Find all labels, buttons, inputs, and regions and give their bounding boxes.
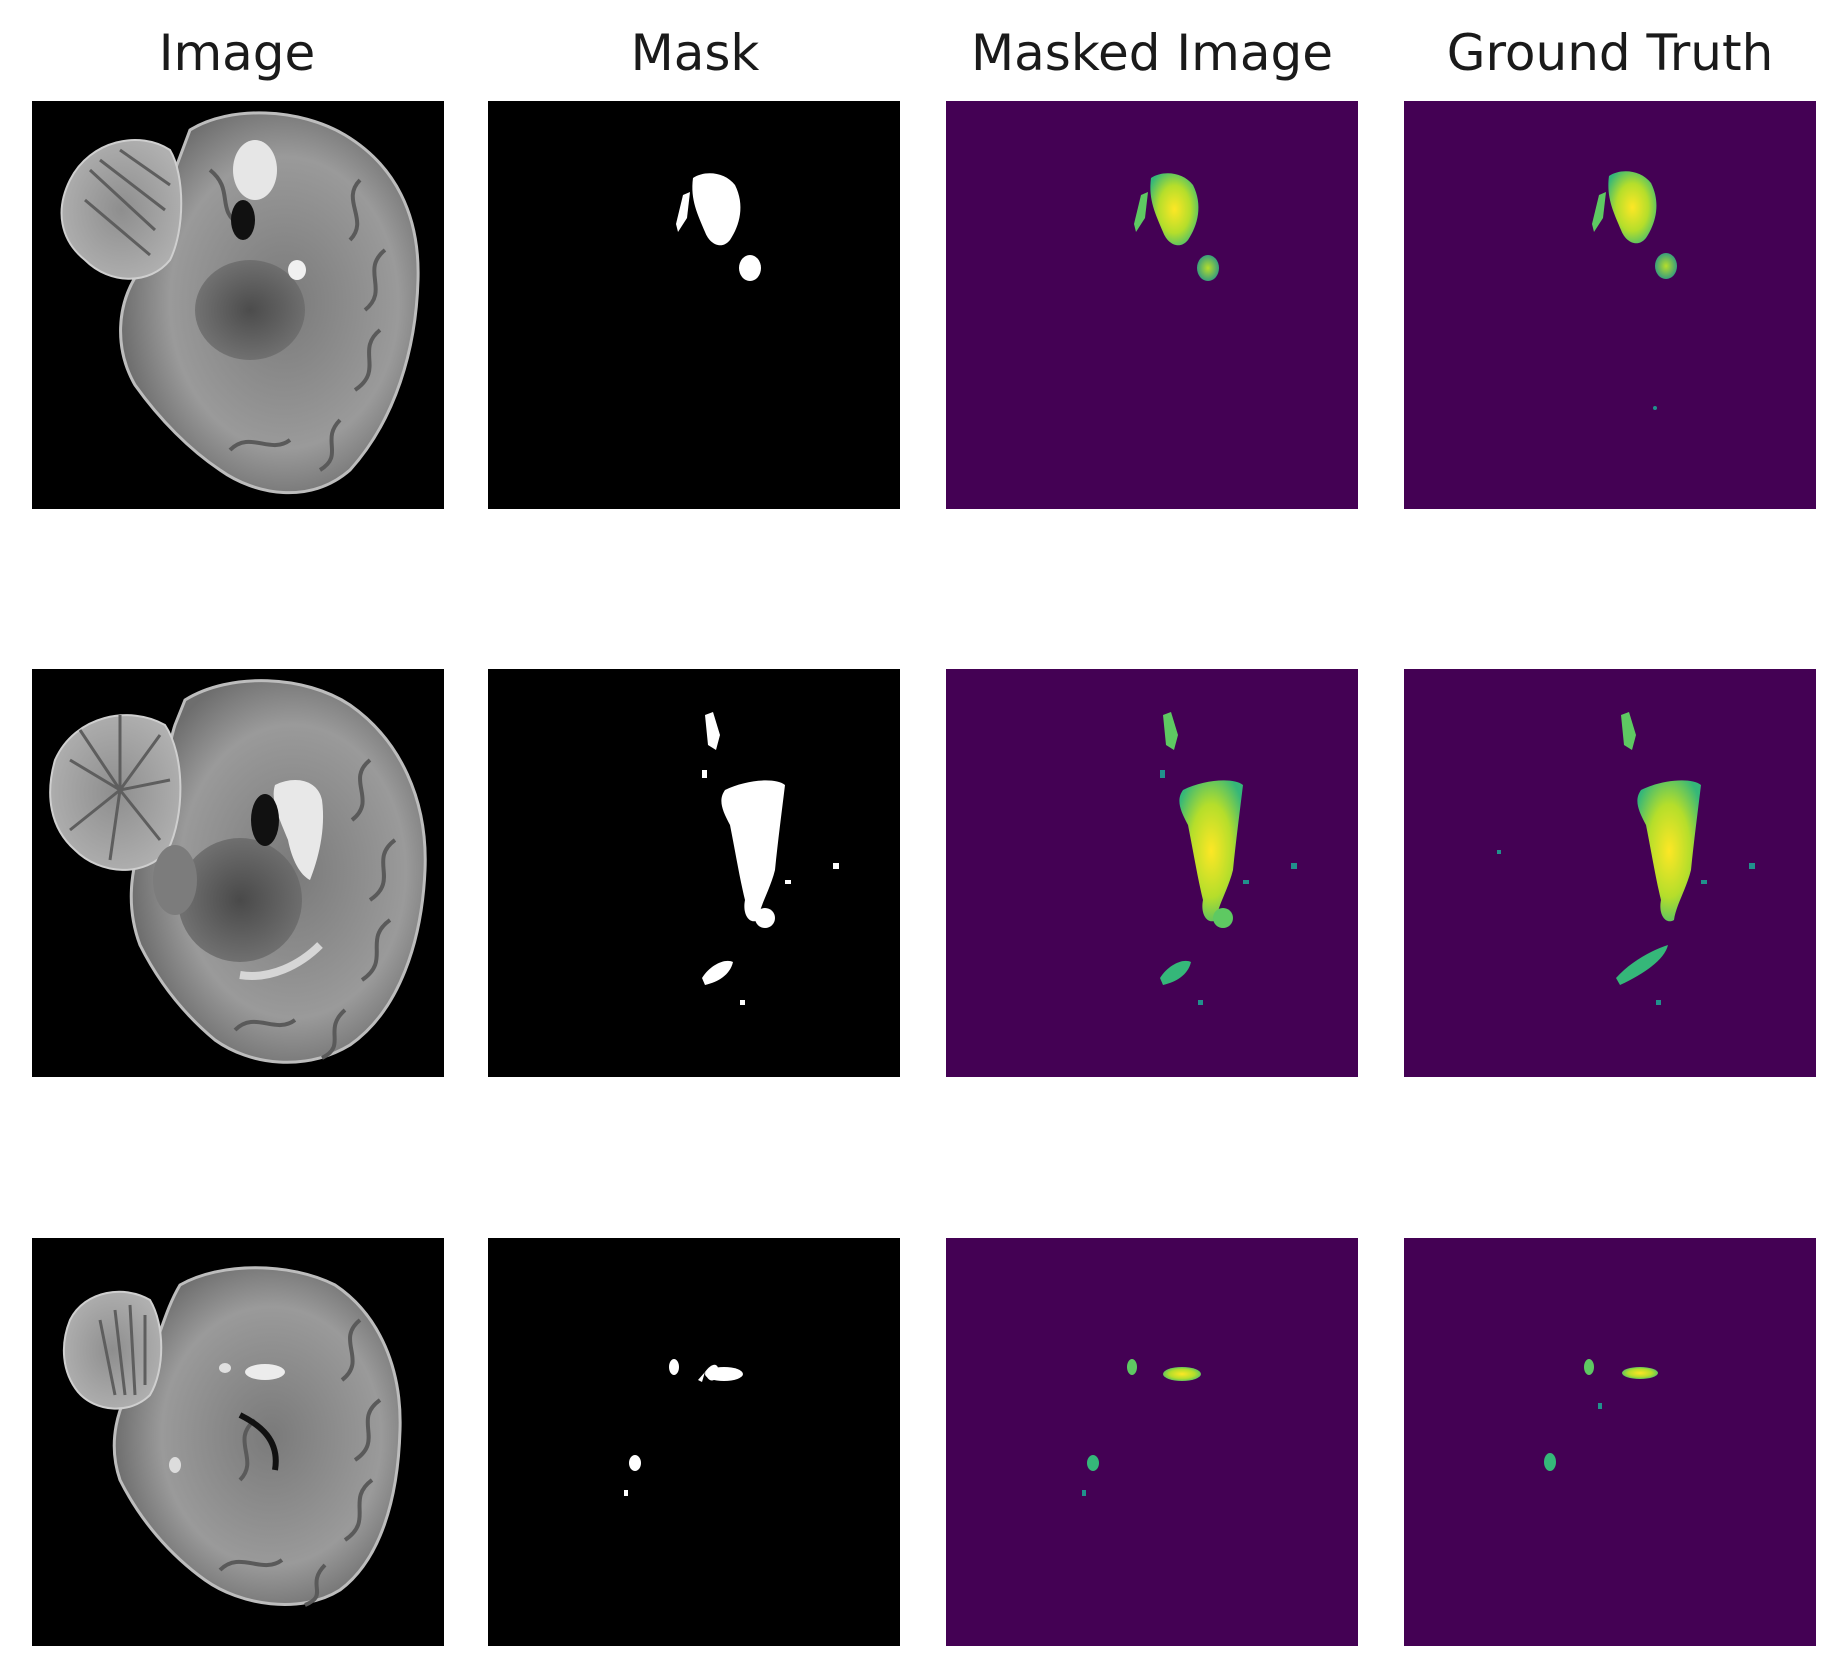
masked-image-row-1: [946, 101, 1358, 509]
mask-blob: [833, 863, 839, 869]
gt-blob: [1637, 780, 1701, 922]
masked-blob: [1150, 173, 1199, 246]
mask-blob: [785, 880, 791, 884]
mask-blob: [702, 960, 733, 985]
ventricle: [231, 200, 255, 240]
lesion-dark: [178, 838, 302, 962]
mri-slice-row-2: [32, 669, 444, 1077]
cerebellum-folia: [84, 148, 171, 257]
masked-blob: [1179, 780, 1243, 922]
lesion-bright-small: [169, 1457, 181, 1473]
gt-blob: [1656, 1000, 1661, 1005]
gt-blob: [1622, 1367, 1658, 1379]
masked-blob: [1213, 908, 1233, 928]
mask-blob: [676, 192, 690, 232]
gt-blob: [1749, 863, 1755, 869]
cerebellum-folia: [69, 715, 171, 861]
gt-blob: [1608, 171, 1657, 244]
row-3: [32, 1238, 1816, 1646]
mask-blob: [705, 1367, 743, 1381]
mri-slice-row-3: [32, 1238, 444, 1646]
gt-blob: [1653, 406, 1657, 410]
mask-blob: [755, 908, 775, 928]
cerebellum: [62, 1290, 163, 1410]
lesion-dark: [195, 260, 305, 360]
mask-blob: [692, 173, 741, 246]
masked-blob: [1163, 1367, 1201, 1381]
brain-sulci: [218, 1318, 382, 1607]
mask-blob: [740, 1000, 745, 1005]
mask-blob: [705, 712, 720, 750]
mask-blob: [702, 770, 707, 778]
row-2: [32, 669, 1816, 1077]
masked-blob: [1197, 255, 1219, 281]
ground-truth-row-1: [1404, 101, 1816, 509]
ground-truth-row-3: [1404, 1238, 1816, 1646]
column-title-mask: Mask: [631, 24, 760, 82]
masked-image-row-3: [946, 1238, 1358, 1646]
cerebellum: [60, 139, 183, 280]
column-title-masked-image: Masked Image: [971, 24, 1333, 82]
lesion-bright: [273, 780, 324, 880]
lesion-bright-small: [288, 260, 306, 280]
masked-blob: [1160, 960, 1191, 985]
masked-image-row-2: [946, 669, 1358, 1077]
masked-blob: [1082, 1490, 1086, 1496]
ventricle: [251, 794, 279, 846]
gt-blob: [1621, 712, 1636, 750]
gt-blob: [1598, 1403, 1602, 1409]
brain-sulci: [208, 168, 387, 472]
gt-blob: [1701, 880, 1707, 884]
masked-blob: [1163, 712, 1178, 750]
mask-blob: [669, 1359, 679, 1375]
mask-blob: [698, 1372, 705, 1382]
gt-blob: [1655, 253, 1677, 279]
mask-blob: [739, 255, 761, 281]
cerebellum-folia: [98, 1304, 147, 1396]
mri-slice-row-1: [32, 101, 444, 509]
masked-blob: [1087, 1455, 1099, 1471]
mask-blob: [624, 1490, 628, 1496]
lesion-bright: [245, 1364, 285, 1380]
masked-blob: [1243, 880, 1249, 884]
mask-row-2: [488, 669, 900, 1077]
gt-blob: [1592, 192, 1606, 232]
rim-bright: [239, 942, 323, 980]
mask-blob: [721, 780, 785, 922]
ventricle: [238, 1412, 279, 1471]
mask-blob: [629, 1455, 641, 1471]
gt-blob: [1497, 850, 1501, 854]
lesion-bright-small: [219, 1363, 231, 1373]
mask-row-1: [488, 101, 900, 509]
masked-blob: [1134, 192, 1148, 232]
masked-blob: [1127, 1359, 1137, 1375]
masked-blob: [1198, 1000, 1203, 1005]
mask-row-3: [488, 1238, 900, 1646]
brain-sulci: [233, 758, 397, 1060]
lesion-bright: [233, 140, 277, 200]
row-1: [32, 101, 1816, 509]
column-title-image: Image: [159, 24, 316, 82]
ground-truth-row-2: [1404, 669, 1816, 1077]
column-title-ground-truth: Ground Truth: [1447, 24, 1774, 82]
gt-blob: [1616, 945, 1668, 985]
gt-blob: [1584, 1359, 1594, 1375]
brainstem: [153, 845, 197, 915]
masked-blob: [1291, 863, 1297, 869]
gt-blob: [1544, 1453, 1556, 1471]
masked-blob: [1160, 770, 1165, 778]
